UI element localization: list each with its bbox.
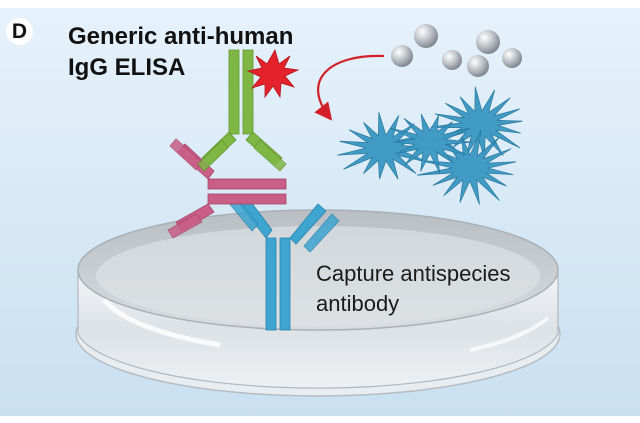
substrate-spheres (391, 24, 522, 77)
detection-antibody (197, 49, 287, 172)
capture-antibody (227, 195, 340, 331)
title-line-2: IgG ELISA (68, 54, 186, 81)
panel-label: D (6, 18, 33, 45)
product-star-icon (390, 113, 473, 174)
label-line-2: antibody (316, 291, 400, 316)
product-star-icon (337, 112, 430, 180)
product-stars (337, 86, 523, 205)
enzyme-label-icon (246, 48, 300, 99)
human-igg (167, 138, 287, 239)
title-line-1: Generic anti-human (68, 23, 294, 50)
reaction-arrow (314, 54, 385, 121)
capture-antibody-label: Capture antispecies antibody (316, 259, 510, 319)
diagram-title: Generic anti-human IgG ELISA (68, 21, 293, 83)
product-star-icon (430, 86, 523, 159)
petri-dish (75, 209, 561, 397)
label-line-1: Capture antispecies (316, 261, 511, 286)
